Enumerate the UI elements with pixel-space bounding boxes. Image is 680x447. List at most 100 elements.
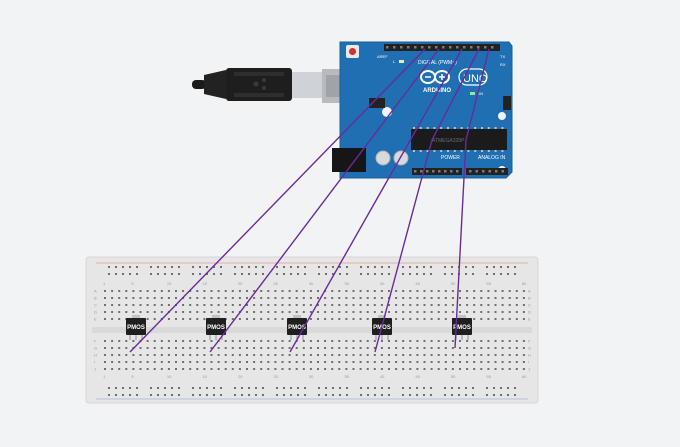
- pmos-transistor[interactable]: PMOS: [206, 315, 226, 340]
- row-label: F: [94, 339, 97, 344]
- rail-hole: [136, 394, 138, 396]
- header-pin: [426, 170, 429, 173]
- mounting-hole: [382, 107, 392, 117]
- row-label: F: [528, 339, 531, 344]
- terminal-hole: [444, 290, 447, 292]
- terminal-hole: [409, 347, 412, 349]
- jumper-wire[interactable]: [129, 48, 426, 353]
- rail-hole: [493, 273, 495, 275]
- rail-hole: [171, 266, 173, 268]
- terminal-hole: [359, 311, 362, 313]
- jumper-wire[interactable]: [454, 48, 490, 349]
- terminal-hole: [210, 297, 213, 299]
- terminal-hole: [317, 297, 319, 299]
- rail-hole: [325, 394, 327, 396]
- terminal-hole: [146, 347, 149, 349]
- terminal-hole: [175, 354, 177, 356]
- terminal-hole: [501, 290, 504, 292]
- header-pin: [449, 46, 452, 49]
- terminal-hole: [118, 340, 121, 342]
- rail-hole: [360, 273, 362, 275]
- terminal-hole: [451, 290, 454, 292]
- terminal-hole: [402, 368, 405, 370]
- rail-hole: [318, 266, 320, 268]
- rail-hole: [514, 394, 516, 396]
- transistor-label: PMOS: [453, 325, 471, 331]
- terminal-hole: [260, 290, 263, 292]
- terminal-hole: [104, 318, 106, 320]
- terminal-hole: [324, 354, 327, 356]
- terminal-hole: [331, 318, 334, 320]
- rail-hole: [192, 394, 194, 396]
- chip-pin: [413, 150, 415, 152]
- chip-pin: [453, 150, 456, 152]
- terminal-hole: [494, 354, 497, 356]
- terminal-hole: [125, 304, 128, 306]
- column-label: 45: [415, 374, 420, 379]
- terminal-hole: [380, 340, 383, 342]
- terminal-hole: [444, 304, 447, 306]
- row-label: G: [94, 346, 97, 351]
- jumper-wire[interactable]: [289, 48, 463, 353]
- terminal-hole: [295, 368, 298, 370]
- terminal-hole: [288, 361, 291, 363]
- terminal-hole: [317, 318, 319, 320]
- icsp-header: [503, 96, 511, 110]
- rail-hole: [472, 394, 474, 396]
- rail-hole: [136, 387, 138, 389]
- rail-hole: [430, 387, 432, 389]
- terminal-hole: [466, 311, 469, 313]
- rail-hole: [402, 266, 404, 268]
- terminal-hole: [345, 297, 348, 299]
- terminal-hole: [288, 297, 291, 299]
- terminal-hole: [459, 290, 461, 292]
- terminal-hole: [309, 340, 312, 342]
- terminal-hole: [217, 290, 220, 292]
- terminal-hole: [522, 354, 525, 356]
- rail-hole: [430, 266, 432, 268]
- chip-pin: [494, 150, 497, 152]
- power-header: [412, 168, 462, 175]
- terminal-hole: [437, 297, 440, 299]
- terminal-hole: [210, 311, 213, 313]
- rail-hole: [458, 387, 460, 389]
- terminal-hole: [388, 340, 390, 342]
- terminal-hole: [288, 368, 291, 370]
- row-label: G: [528, 346, 531, 351]
- terminal-hole: [480, 318, 483, 320]
- rail-hole: [339, 266, 341, 268]
- terminal-hole: [501, 311, 504, 313]
- terminal-hole: [210, 368, 213, 370]
- terminal-hole: [267, 311, 270, 313]
- row-label: A: [528, 289, 531, 294]
- jumper-wire[interactable]: [209, 48, 440, 353]
- terminal-hole: [160, 347, 163, 349]
- terminal-hole: [451, 304, 454, 306]
- terminal-hole: [281, 340, 284, 342]
- usb-b-cable-icon[interactable]: [192, 68, 344, 103]
- pmos-transistor[interactable]: PMOS: [126, 315, 146, 340]
- terminal-hole: [522, 361, 525, 363]
- jumper-wire[interactable]: [374, 48, 480, 353]
- terminal-hole: [494, 297, 497, 299]
- terminal-hole: [260, 361, 263, 363]
- uno-badge: [458, 68, 488, 86]
- rail-hole: [248, 266, 250, 268]
- arduino-uno-board[interactable]: DIGITAL (PWM~) AREF TX RX L ON ARDUINO U…: [332, 41, 513, 179]
- rail-hole: [241, 273, 243, 275]
- terminal-hole: [430, 318, 433, 320]
- rail-hole: [129, 266, 131, 268]
- terminal-hole: [416, 318, 419, 320]
- terminal-hole: [175, 318, 177, 320]
- terminal-hole: [189, 368, 192, 370]
- terminal-hole: [324, 297, 327, 299]
- rail-hole: [367, 273, 369, 275]
- terminal-hole: [139, 368, 142, 370]
- terminal-hole: [267, 347, 270, 349]
- terminal-hole: [274, 340, 277, 342]
- row-label: I: [94, 360, 95, 365]
- terminal-hole: [281, 290, 284, 292]
- terminal-hole: [125, 347, 128, 349]
- terminal-hole: [253, 304, 256, 306]
